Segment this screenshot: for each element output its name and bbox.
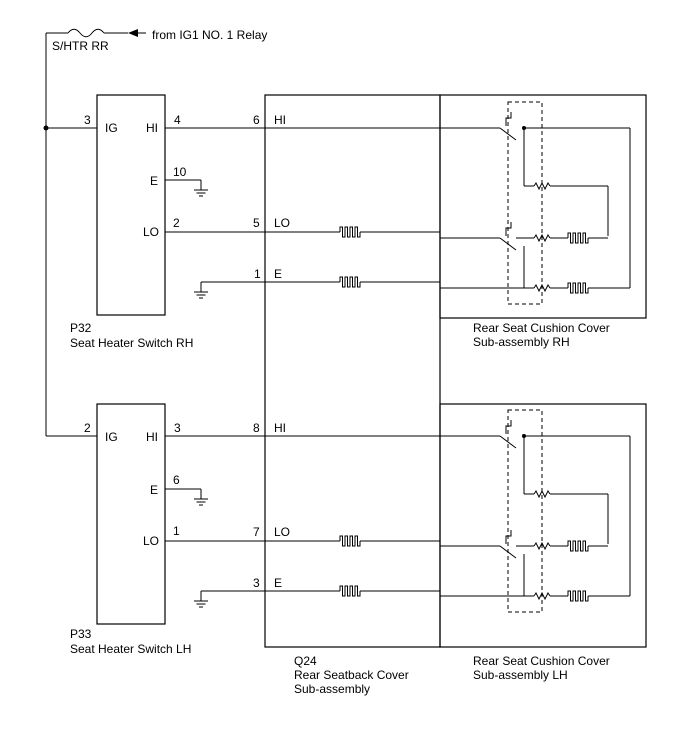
switch-rh-term-ig: IG (105, 121, 118, 135)
seatback-lh-term-e: E (274, 576, 282, 590)
switch-rh-pin-lo: 2 (173, 216, 180, 230)
thermostat-heater-circuit (440, 410, 630, 612)
heater-element (339, 276, 361, 288)
switch-rh: 3 IG HI 4 E 10 LO 2 P32 Seat Heater Swit… (46, 94, 209, 350)
cushion-lh: Rear Seat Cushion Cover Sub-assembly LH (439, 403, 647, 682)
switch-lh-pin-lo: 1 (173, 524, 180, 538)
seatback-assembly: 6 HI 5 LO 1 E 8 HI 7 LO 3 E Q24 Rear Sea… (165, 94, 441, 696)
fuse-icon (67, 28, 105, 38)
seatback-lh-pin-lo: 7 (253, 525, 260, 539)
seatback-rh-pin-e: 1 (254, 267, 261, 281)
seatback-rh-pin-lo: 5 (253, 216, 260, 230)
seatback-rh-term-e: E (274, 267, 282, 281)
ground-icon (193, 281, 209, 299)
ground-icon (193, 590, 209, 608)
cushion-rh: Rear Seat Cushion Cover Sub-assembly RH (439, 94, 647, 349)
fuse-label: S/HTR RR (52, 39, 109, 53)
switch-lh: 2 IG HI 3 E 6 LO 1 P33 Seat Heater Switc… (46, 403, 209, 656)
seatback-name-line2: Sub-assembly (294, 682, 370, 696)
cushion-rh-body (439, 94, 647, 319)
seatback-name-line1: Rear Seatback Cover (294, 668, 409, 682)
thermostat-heater-circuit (440, 102, 630, 304)
switch-lh-pin-ig: 2 (84, 421, 91, 435)
ground-icon (193, 488, 209, 506)
seatback-lh-pin-e: 3 (253, 576, 260, 590)
ground-icon (193, 179, 209, 197)
switch-lh-pin-hi: 3 (174, 421, 181, 435)
switch-lh-term-hi: HI (146, 430, 158, 444)
switch-rh-term-hi: HI (146, 121, 158, 135)
seatback-rh-term-hi: HI (274, 113, 286, 127)
switch-lh-term-e: E (150, 483, 158, 497)
switch-rh-term-lo: LO (143, 225, 159, 239)
seatback-lh-term-lo: LO (274, 525, 290, 539)
switch-lh-term-ig: IG (105, 430, 118, 444)
switch-rh-name: Seat Heater Switch RH (70, 336, 193, 350)
switch-rh-pin-e: 10 (173, 165, 187, 179)
seatback-rh-pin-hi: 6 (253, 113, 260, 127)
switch-lh-code: P33 (70, 627, 92, 641)
switch-lh-body (96, 403, 166, 625)
cushion-lh-name-line1: Rear Seat Cushion Cover (473, 654, 610, 668)
heater-element (339, 535, 361, 547)
seatback-code: Q24 (294, 654, 317, 668)
heater-element (339, 585, 361, 597)
switch-lh-term-lo: LO (143, 534, 159, 548)
cushion-rh-name-line2: Sub-assembly RH (473, 335, 570, 349)
switch-lh-name: Seat Heater Switch LH (70, 642, 191, 656)
seatback-rh-term-lo: LO (274, 216, 290, 230)
cushion-lh-body (439, 403, 647, 648)
seatback-lh-term-hi: HI (274, 421, 286, 435)
seatback-lh-pin-hi: 8 (253, 421, 260, 435)
power-supply: S/HTR RR from IG1 NO. 1 Relay (43, 28, 267, 436)
switch-rh-body (96, 94, 166, 316)
switch-rh-pin-hi: 4 (174, 113, 181, 127)
switch-lh-pin-e: 6 (173, 473, 180, 487)
seatback-body (264, 94, 441, 648)
heater-element (339, 226, 361, 238)
source-label: from IG1 NO. 1 Relay (152, 28, 267, 42)
switch-rh-term-e: E (150, 174, 158, 188)
arrow-icon (128, 29, 138, 37)
cushion-rh-name-line1: Rear Seat Cushion Cover (473, 321, 610, 335)
switch-rh-code: P32 (70, 321, 92, 335)
switch-rh-pin-ig: 3 (84, 113, 91, 127)
cushion-lh-name-line2: Sub-assembly LH (473, 668, 568, 682)
